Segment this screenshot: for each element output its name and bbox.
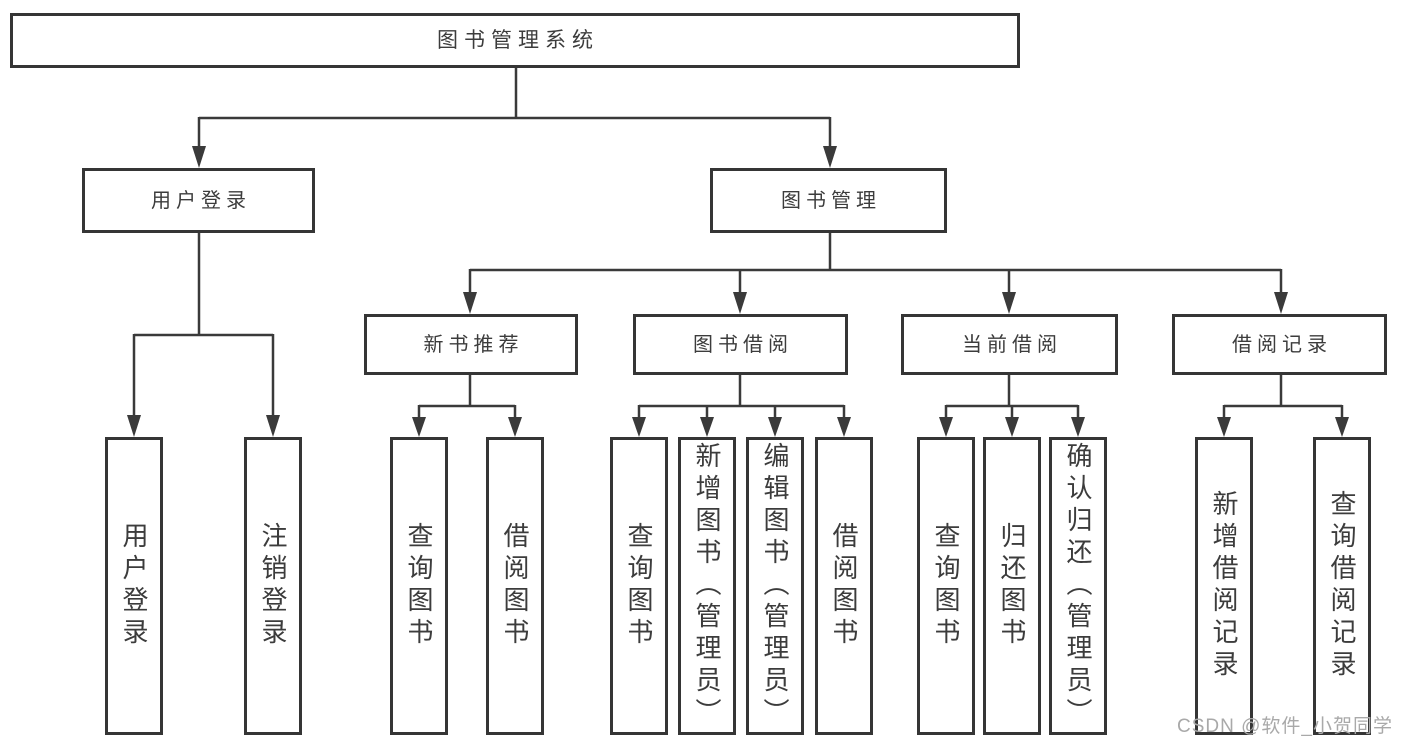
node-borrow-records-label: 借阅记录 — [1232, 333, 1332, 356]
leaf-add-borrow-record-label: 新增借阅记录 — [1209, 490, 1239, 682]
node-root-label: 图书管理系统 — [437, 29, 599, 52]
leaf-query-book-current-label: 查询图书 — [931, 522, 961, 650]
leaf-confirm-return-admin-label: 确认归还（管理员） — [1063, 442, 1093, 730]
connector-root-to-level2 — [192, 68, 837, 168]
node-borrow-records: 借阅记录 — [1172, 314, 1387, 375]
watermark: CSDN @软件_小贺同学 — [1177, 716, 1393, 737]
connector-bookmgmt-to-level3 — [463, 233, 1288, 314]
node-current-borrow: 当前借阅 — [901, 314, 1118, 375]
leaf-logout: 注销登录 — [244, 437, 302, 735]
leaf-query-book-current: 查询图书 — [917, 437, 975, 735]
leaf-query-borrow-record: 查询借阅记录 — [1313, 437, 1371, 735]
leaf-query-book-borrow-label: 查询图书 — [624, 522, 654, 650]
node-user-login-label: 用户登录 — [151, 189, 251, 212]
leaf-return-book-label: 归还图书 — [997, 522, 1027, 650]
node-user-login: 用户登录 — [82, 168, 315, 233]
connector-newbookrec-to-leaves — [412, 374, 522, 437]
node-new-book-rec-label: 新书推荐 — [423, 333, 524, 356]
node-current-borrow-label: 当前借阅 — [962, 333, 1062, 356]
node-root: 图书管理系统 — [10, 13, 1020, 68]
leaf-borrow-book-borrow: 借阅图书 — [815, 437, 873, 735]
node-book-borrow: 图书借阅 — [633, 314, 848, 375]
connector-bookborrow-to-leaves — [632, 374, 851, 437]
leaf-user-login-label: 用户登录 — [119, 522, 149, 650]
node-new-book-rec: 新书推荐 — [364, 314, 578, 375]
leaf-borrow-book-rec: 借阅图书 — [486, 437, 544, 735]
connector-currentborrow-to-leaves — [939, 374, 1085, 437]
leaf-logout-label: 注销登录 — [258, 522, 288, 650]
leaf-query-borrow-record-label: 查询借阅记录 — [1327, 490, 1357, 682]
leaf-user-login: 用户登录 — [105, 437, 163, 735]
node-book-mgmt: 图书管理 — [710, 168, 947, 233]
connector-borrowrecords-to-leaves — [1217, 374, 1349, 437]
leaf-borrow-book-rec-label: 借阅图书 — [500, 522, 530, 650]
leaf-borrow-book-borrow-label: 借阅图书 — [829, 522, 859, 650]
leaf-query-book-borrow: 查询图书 — [610, 437, 668, 735]
leaf-edit-book-admin: 编辑图书（管理员） — [746, 437, 804, 735]
leaf-add-book-admin: 新增图书（管理员） — [678, 437, 736, 735]
leaf-return-book: 归还图书 — [983, 437, 1041, 735]
leaf-query-book-rec: 查询图书 — [390, 437, 448, 735]
leaf-confirm-return-admin: 确认归还（管理员） — [1049, 437, 1107, 735]
node-book-mgmt-label: 图书管理 — [781, 189, 881, 212]
node-book-borrow-label: 图书借阅 — [693, 333, 793, 356]
leaf-edit-book-admin-label: 编辑图书（管理员） — [760, 442, 790, 730]
connector-userlogin-to-leaves — [127, 233, 280, 437]
leaf-add-borrow-record: 新增借阅记录 — [1195, 437, 1253, 735]
leaf-query-book-rec-label: 查询图书 — [404, 522, 434, 650]
leaf-add-book-admin-label: 新增图书（管理员） — [692, 442, 722, 730]
